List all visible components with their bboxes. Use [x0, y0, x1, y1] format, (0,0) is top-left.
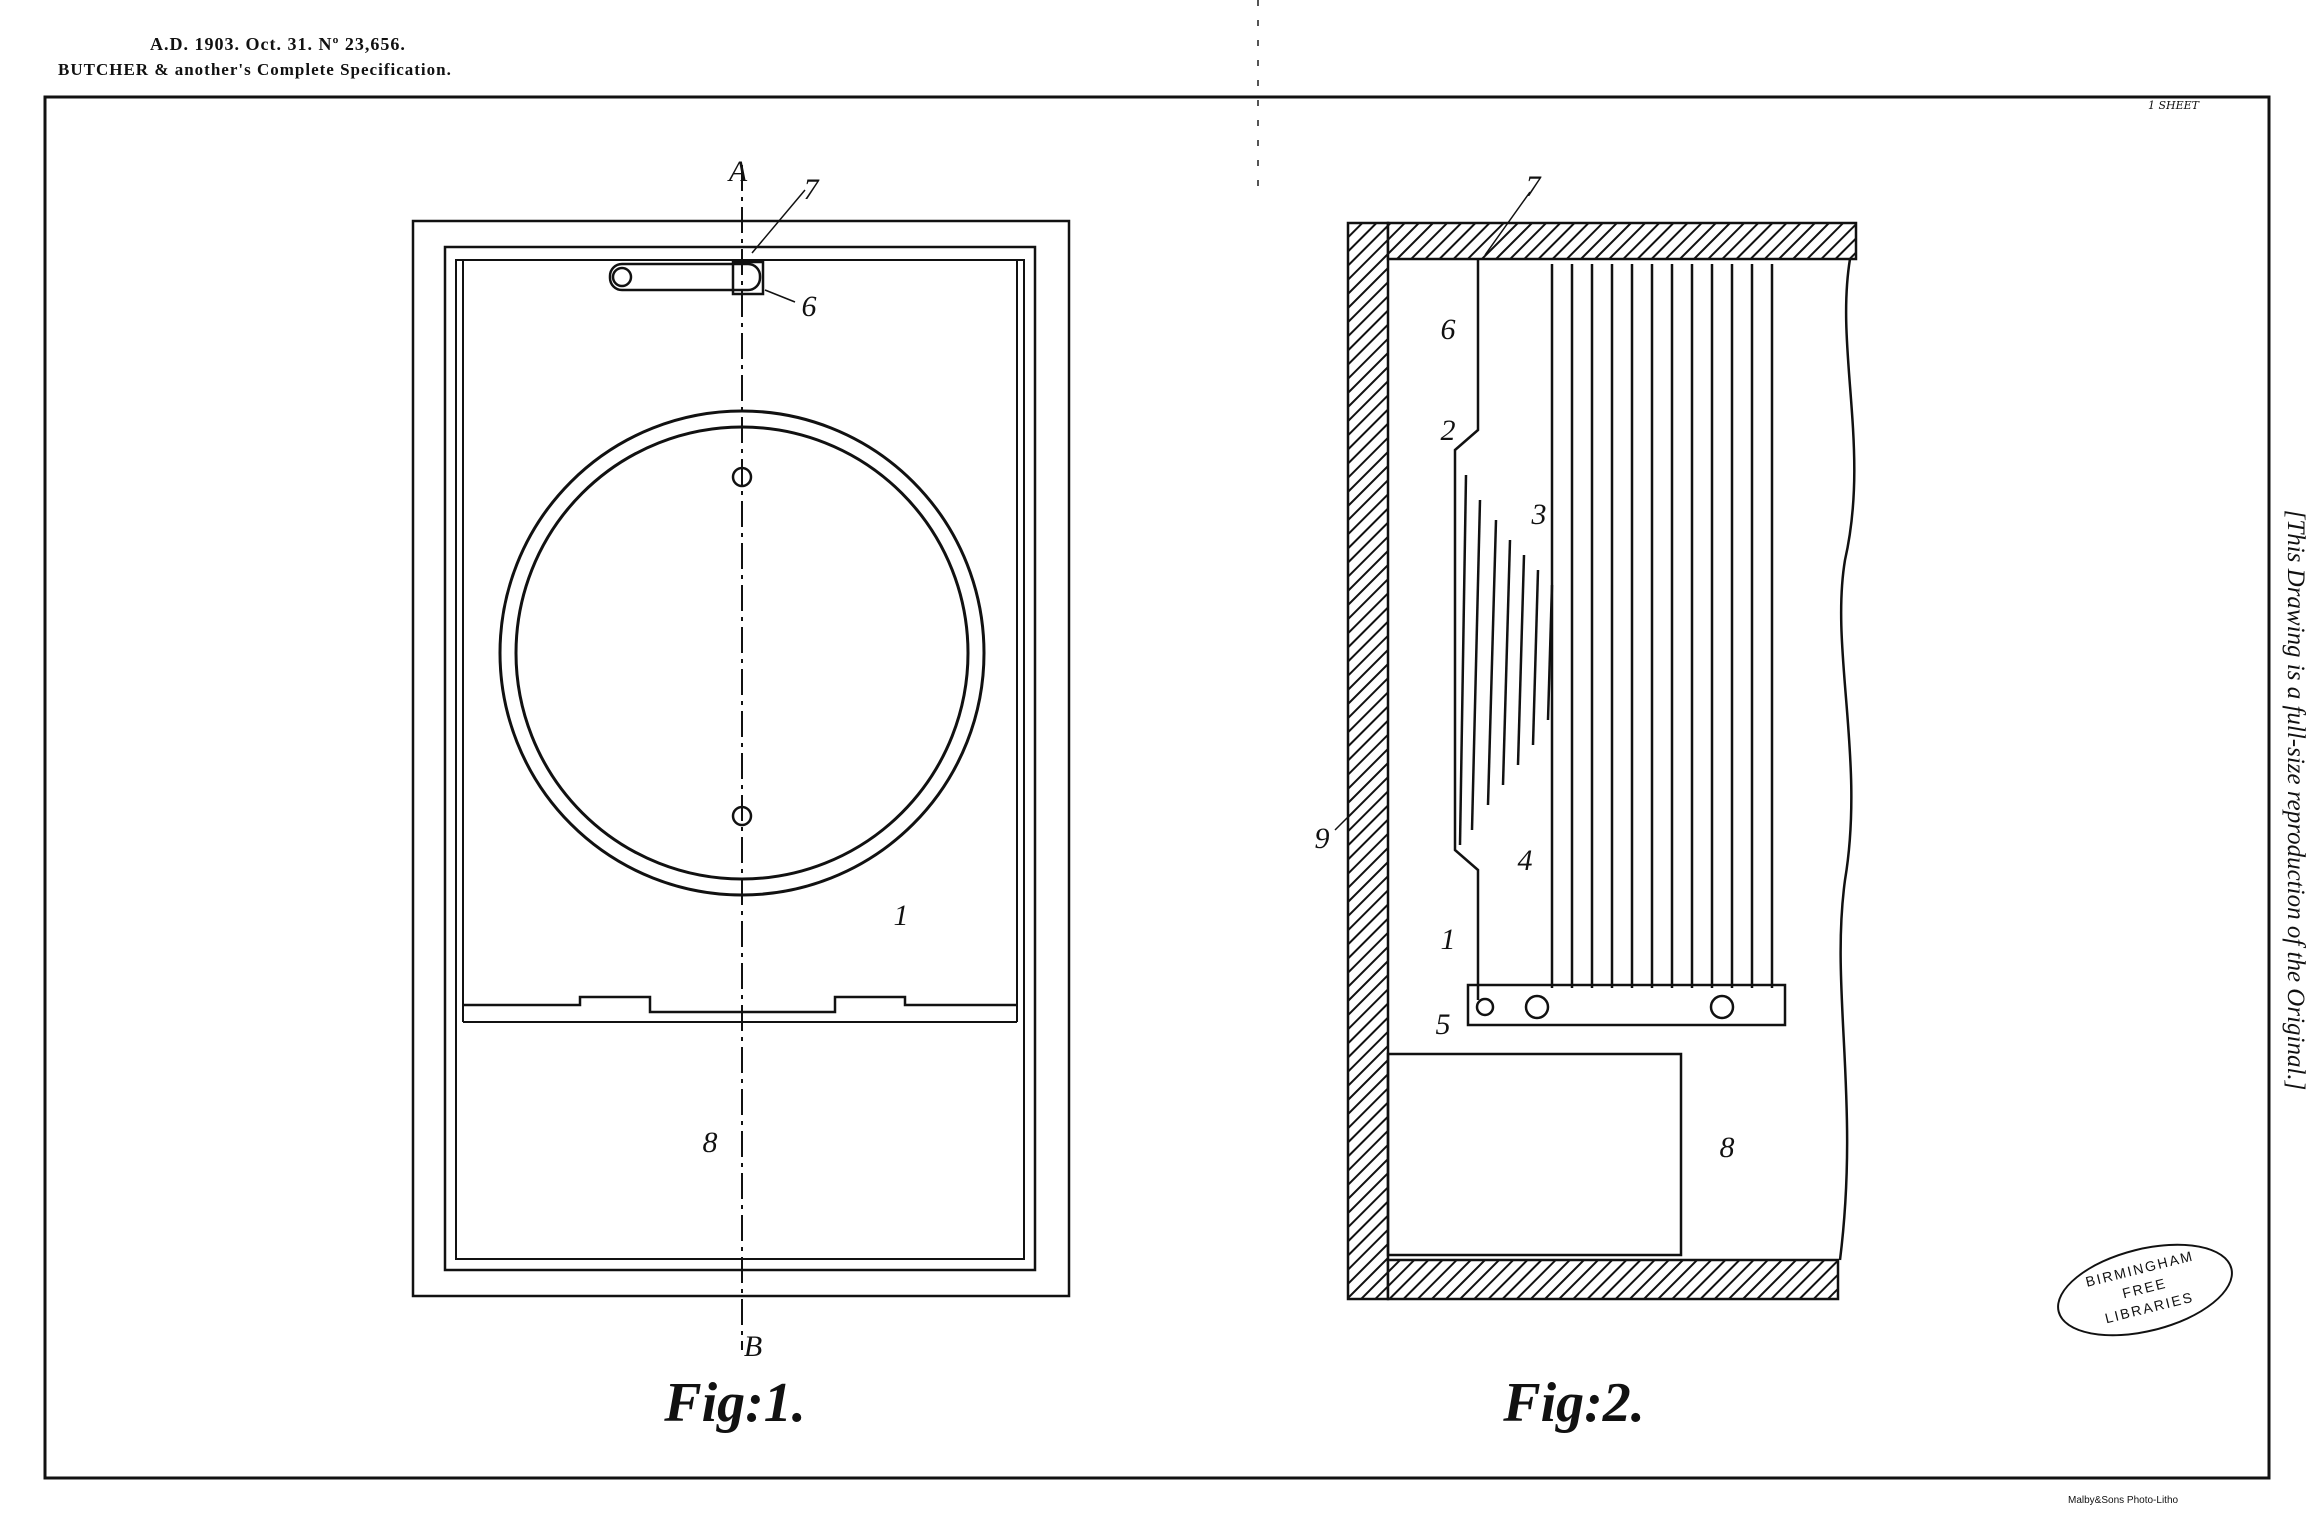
fig1-drawing	[411, 165, 1071, 1350]
fig2-label-3: 3	[1531, 498, 1547, 531]
sheet-label: 1 SHEET	[2148, 99, 2200, 112]
fig2-label-4: 4	[1517, 844, 1533, 877]
fig1-label-b: B	[743, 1330, 763, 1363]
printer-credit: Malby&Sons Photo-Litho	[2068, 1495, 2179, 1506]
specification-title: BUTCHER & another's Complete Specificati…	[58, 60, 452, 79]
fig2-label-5: 5	[1435, 1008, 1451, 1041]
fig2-label-6: 6	[1440, 313, 1456, 346]
fig2-title: Fig:2.	[1503, 1372, 1645, 1434]
fig1-label-6: 6	[801, 290, 817, 323]
patent-date-number: A.D. 1903. Oct. 31. Nº 23,656.	[150, 34, 406, 54]
fig1-label-8: 8	[702, 1126, 718, 1159]
fig1-label-a: A	[728, 155, 748, 188]
fig2-label-2: 2	[1440, 414, 1456, 447]
fig2-label-8: 8	[1719, 1131, 1735, 1164]
fig2-label-9: 9	[1314, 822, 1330, 855]
fig1-label-1: 1	[893, 899, 909, 932]
fig2-label-7: 7	[1525, 170, 1541, 203]
fig2-label-1: 1	[1440, 923, 1456, 956]
fig1-label-7: 7	[803, 173, 819, 206]
fig2-drawing	[1334, 191, 1858, 1301]
sheet-border	[43, 95, 2271, 1480]
fig1-title: Fig:1.	[664, 1372, 806, 1434]
